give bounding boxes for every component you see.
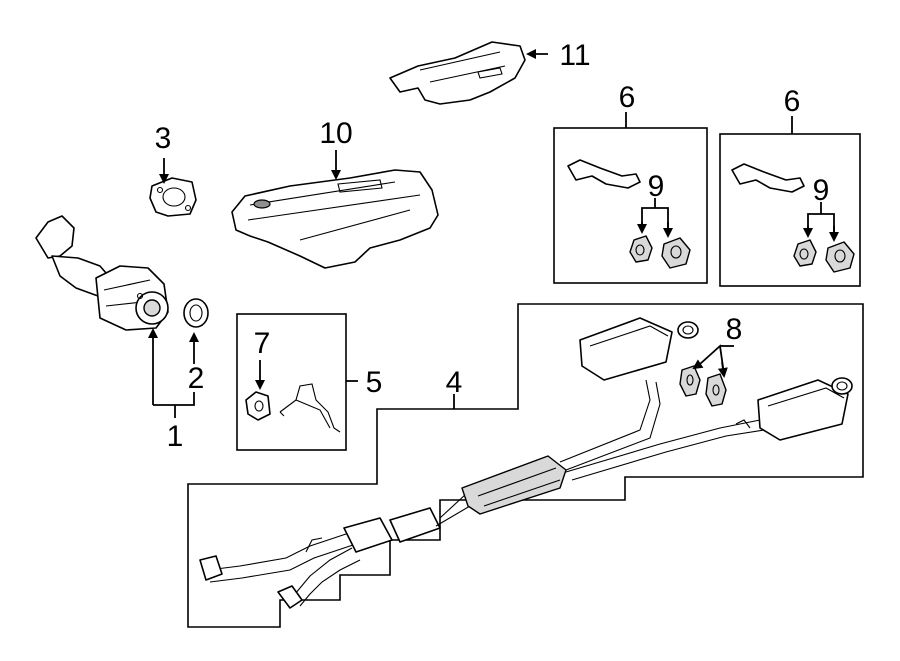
heat-shield-upper bbox=[389, 41, 548, 105]
callout-10: 10 bbox=[319, 117, 352, 150]
hanger-kit-box bbox=[236, 313, 358, 451]
hanger-box-left bbox=[553, 112, 708, 284]
callout-6-right: 6 bbox=[784, 85, 801, 118]
flange-gasket bbox=[149, 158, 197, 217]
callout-9-left: 9 bbox=[648, 170, 665, 203]
callout-6-left: 6 bbox=[619, 81, 636, 114]
callout-7: 7 bbox=[254, 327, 271, 360]
ring-gasket bbox=[183, 298, 209, 364]
hanger-box-right bbox=[719, 116, 861, 287]
heat-shield-main bbox=[231, 150, 439, 269]
callout-3: 3 bbox=[155, 122, 172, 155]
callout-9-right: 9 bbox=[813, 174, 830, 207]
callout-1: 1 bbox=[167, 420, 184, 453]
callout-4: 4 bbox=[446, 366, 463, 399]
catalytic-converter bbox=[35, 215, 169, 405]
exhaust-system-box bbox=[187, 303, 864, 628]
callout-11: 11 bbox=[559, 39, 590, 72]
callout-8: 8 bbox=[726, 313, 743, 346]
callout-2: 2 bbox=[188, 362, 205, 395]
leader-bracket-1-2 bbox=[153, 392, 195, 406]
callout-5: 5 bbox=[366, 366, 383, 399]
